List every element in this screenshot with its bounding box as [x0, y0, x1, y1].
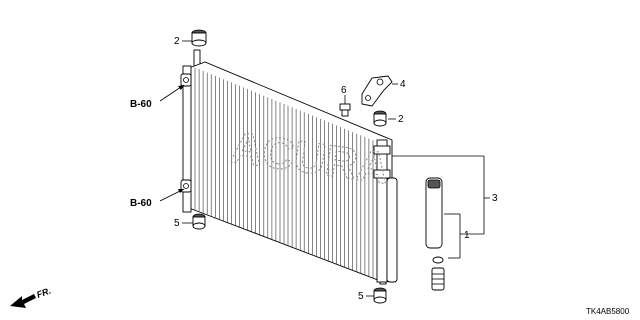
- condenser-assembly: ACURA: [180, 49, 398, 285]
- callout-three: 3: [492, 193, 498, 204]
- bottom-cushion: [373, 287, 387, 304]
- callout-five-left: 5: [174, 218, 180, 229]
- callout-labels: 2 2 4 6 3 1 5 5 B-60 B-60 TK4AB5800: [130, 36, 630, 316]
- lower-bracket-hole: [183, 183, 189, 189]
- callout-one: 1: [464, 230, 470, 241]
- callout-five-bottom: 5: [358, 291, 364, 302]
- upper-bracket-hole: [183, 77, 189, 83]
- callout-four: 4: [400, 79, 406, 90]
- desiccant-assembly: [425, 177, 445, 291]
- upper-cushion: [191, 29, 207, 47]
- pipe-fitting-upper: [373, 145, 391, 155]
- receiver-tube: [386, 177, 398, 283]
- callout-two-top: 2: [174, 36, 180, 47]
- fr-arrow-icon: [10, 294, 36, 308]
- desiccant-cap: [427, 179, 441, 189]
- ref-b60-lower: B-60: [130, 198, 152, 209]
- condenser-bracket: [361, 75, 393, 107]
- flange-bolt: [339, 103, 351, 117]
- o-ring: [432, 256, 444, 264]
- condenser-fins: [194, 67, 374, 279]
- fr-label: FR.: [35, 286, 52, 300]
- desiccant-filter: [425, 177, 443, 249]
- pipe-fitting-lower: [373, 169, 391, 179]
- diagram-code: TK4AB5800: [586, 307, 630, 316]
- left-lower-cushion: [192, 213, 206, 230]
- callout-two-mid: 2: [398, 114, 404, 125]
- left-side-tank: [182, 65, 192, 213]
- front-direction-arrow: FR.: [10, 286, 52, 308]
- mid-cushion: [373, 110, 387, 127]
- callout-six: 6: [341, 85, 347, 96]
- ref-b60-upper: B-60: [130, 99, 152, 110]
- upper-left-bracket: [180, 73, 192, 87]
- leader-lines: [159, 40, 490, 297]
